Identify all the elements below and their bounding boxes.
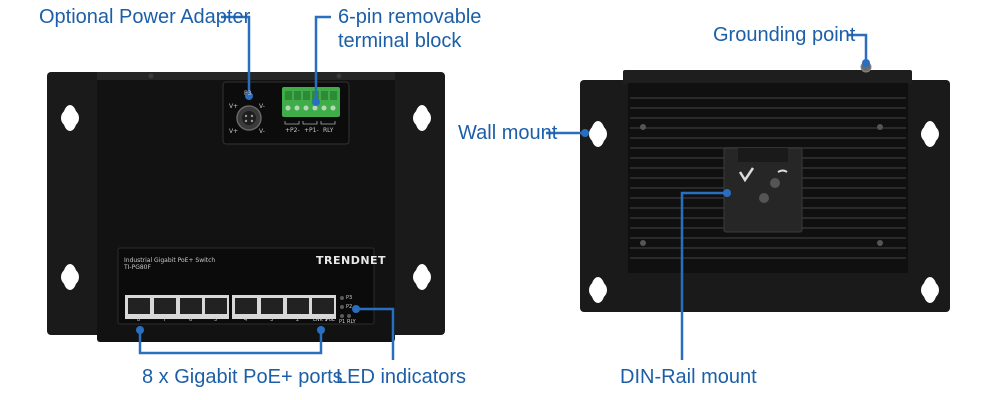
callout-dots <box>136 59 870 334</box>
callout-terminal-block-2: terminal block <box>338 30 462 52</box>
led-label-p2: P2 <box>346 304 353 310</box>
callout-power-adapter: Optional Power Adapter <box>39 6 251 28</box>
callout-grounding-point: Grounding point <box>713 24 856 46</box>
callout-poe-ports: 8 x Gigabit PoE+ ports <box>142 366 343 388</box>
led-label-rly: RLY <box>347 319 356 325</box>
model-line-2: TI-PG80F <box>124 264 151 271</box>
port-number-8: 8 <box>137 317 141 323</box>
callout-led-indicators: LED indicators <box>336 366 467 388</box>
switch-front-view <box>47 72 445 342</box>
power-pin-3: V+ <box>229 128 239 135</box>
callout-lines <box>138 15 868 360</box>
port-number-5: 5 <box>214 317 218 323</box>
port-number-4: 4 <box>244 317 248 323</box>
port-number-2: 2 <box>296 317 300 323</box>
led-label-p1: P1 <box>339 319 346 325</box>
power-pin-4: V- <box>259 128 265 135</box>
led-group <box>340 296 351 318</box>
port-number-3: 3 <box>270 317 274 323</box>
left-plate-holes <box>61 105 431 290</box>
port-number-1: LNK 1 <box>313 317 328 323</box>
callout-wall-mount: Wall mount <box>458 122 558 144</box>
poe-label: PoE <box>326 317 336 323</box>
port-number-7: 7 <box>163 317 167 323</box>
callout-terminal-block-1: 6-pin removable <box>338 6 482 28</box>
terminal-label-p1: +P1- <box>304 127 319 134</box>
model-line-1: Industrial Gigabit PoE+ Switch <box>124 257 216 264</box>
power-pin-1: V+ <box>229 103 239 110</box>
led-label-p3: P3 <box>346 295 353 301</box>
brand-logo: TRENDNET <box>316 254 387 267</box>
power-port-label: P3 <box>244 90 252 97</box>
callout-din-rail-mount: DIN-Rail mount <box>620 366 757 388</box>
switch-back-view <box>580 61 950 312</box>
port-number-6: 6 <box>189 317 193 323</box>
right-plate-holes <box>589 121 939 303</box>
terminal-label-rly: RLY <box>323 127 334 134</box>
ethernet-port-group <box>125 295 336 319</box>
terminal-label-p2: +P2- <box>285 127 300 134</box>
power-pin-2: V- <box>259 103 265 110</box>
